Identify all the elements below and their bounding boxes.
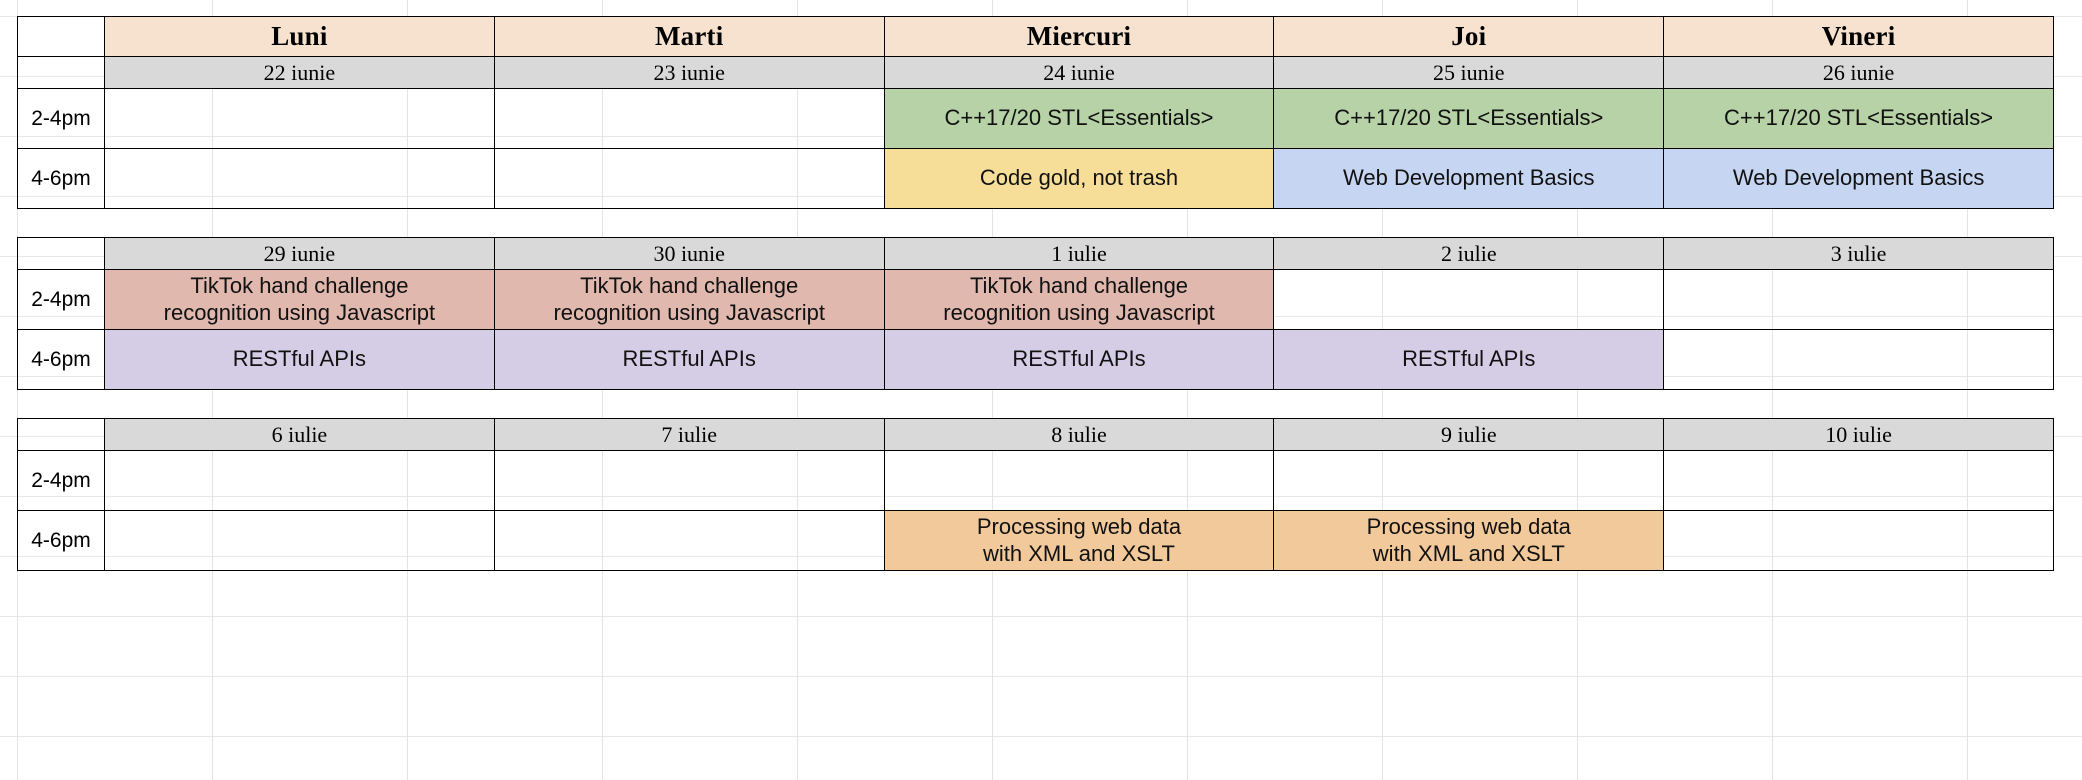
spacer-cell (18, 390, 105, 419)
week-3-slot-row: 4-6pm Processing web data with XML and XS… (17, 510, 2054, 571)
date-cell: 9 iulie (1273, 418, 1665, 451)
time-label-2-4pm: 2-4pm (17, 88, 105, 149)
time-label-4-6pm: 4-6pm (17, 510, 105, 571)
date-row-corner-cell (17, 56, 105, 89)
day-header-miercuri: Miercuri (883, 16, 1275, 57)
time-label-2-4pm: 2-4pm (17, 269, 105, 330)
spacer-cell (494, 390, 884, 419)
empty-cell[interactable] (1663, 269, 2054, 330)
course-cell[interactable]: Web Development Basics (1663, 148, 2054, 209)
course-cell[interactable]: RESTful APIs (883, 329, 1275, 390)
time-label-4-6pm: 4-6pm (17, 329, 105, 390)
course-cell[interactable]: Code gold, not trash (883, 148, 1275, 209)
date-cell: 23 iunie (493, 56, 885, 89)
date-cell: 3 iulie (1663, 237, 2054, 270)
header-corner-cell (17, 16, 105, 57)
empty-cell[interactable] (1273, 450, 1665, 511)
empty-cell[interactable] (104, 450, 495, 511)
empty-cell[interactable] (1663, 450, 2054, 511)
spacer-cell (1274, 390, 1664, 419)
spacer-cell (105, 209, 495, 238)
date-cell: 10 iulie (1663, 418, 2054, 451)
course-cell[interactable]: RESTful APIs (1273, 329, 1665, 390)
time-label-4-6pm: 4-6pm (17, 148, 105, 209)
empty-cell[interactable] (493, 450, 885, 511)
spacer-cell (884, 390, 1274, 419)
course-cell[interactable]: C++17/20 STL<Essentials> (883, 88, 1275, 149)
date-cell: 22 iunie (104, 56, 495, 89)
empty-cell[interactable] (883, 450, 1275, 511)
course-cell[interactable]: TikTok hand challenge recognition using … (883, 269, 1275, 330)
course-cell[interactable]: TikTok hand challenge recognition using … (104, 269, 495, 330)
course-cell[interactable]: Processing web data with XML and XSLT (1273, 510, 1665, 571)
spacer-cell (494, 209, 884, 238)
date-cell: 1 iulie (883, 237, 1275, 270)
course-cell[interactable]: TikTok hand challenge recognition using … (493, 269, 885, 330)
day-header-vineri: Vineri (1663, 16, 2054, 57)
course-cell[interactable]: RESTful APIs (104, 329, 495, 390)
spacer-cell (1664, 209, 2054, 238)
day-header-marti: Marti (493, 16, 885, 57)
empty-cell[interactable] (104, 510, 495, 571)
empty-cell[interactable] (1273, 269, 1665, 330)
spacer-cell (884, 209, 1274, 238)
date-cell: 29 iunie (104, 237, 495, 270)
day-header-joi: Joi (1273, 16, 1665, 57)
empty-cell[interactable] (104, 88, 495, 149)
empty-cell[interactable] (1663, 510, 2054, 571)
date-cell: 30 iunie (493, 237, 885, 270)
week-spacer-row (18, 390, 2054, 419)
date-cell: 6 iulie (104, 418, 495, 451)
spacer-cell (1664, 390, 2054, 419)
empty-cell[interactable] (493, 88, 885, 149)
date-cell: 24 iunie (883, 56, 1275, 89)
spacer-cell (18, 209, 105, 238)
empty-cell[interactable] (493, 148, 885, 209)
day-header-luni: Luni (104, 16, 495, 57)
spacer-cell (105, 390, 495, 419)
course-cell[interactable]: Processing web data with XML and XSLT (883, 510, 1275, 571)
date-cell: 25 iunie (1273, 56, 1665, 89)
week-3-slot-row: 2-4pm (17, 450, 2054, 511)
course-cell[interactable]: RESTful APIs (493, 329, 885, 390)
date-cell: 26 iunie (1663, 56, 2054, 89)
course-cell[interactable]: C++17/20 STL<Essentials> (1663, 88, 2054, 149)
date-cell: 7 iulie (493, 418, 885, 451)
date-row-corner-cell (17, 237, 105, 270)
week-spacer-row (18, 209, 2054, 238)
empty-cell[interactable] (493, 510, 885, 571)
course-cell[interactable]: C++17/20 STL<Essentials> (1273, 88, 1665, 149)
date-row-corner-cell (17, 418, 105, 451)
date-cell: 8 iulie (883, 418, 1275, 451)
time-label-2-4pm: 2-4pm (17, 450, 105, 511)
empty-cell[interactable] (1663, 329, 2054, 390)
empty-cell[interactable] (104, 148, 495, 209)
spacer-cell (1274, 209, 1664, 238)
course-cell[interactable]: Web Development Basics (1273, 148, 1665, 209)
date-cell: 2 iulie (1273, 237, 1665, 270)
